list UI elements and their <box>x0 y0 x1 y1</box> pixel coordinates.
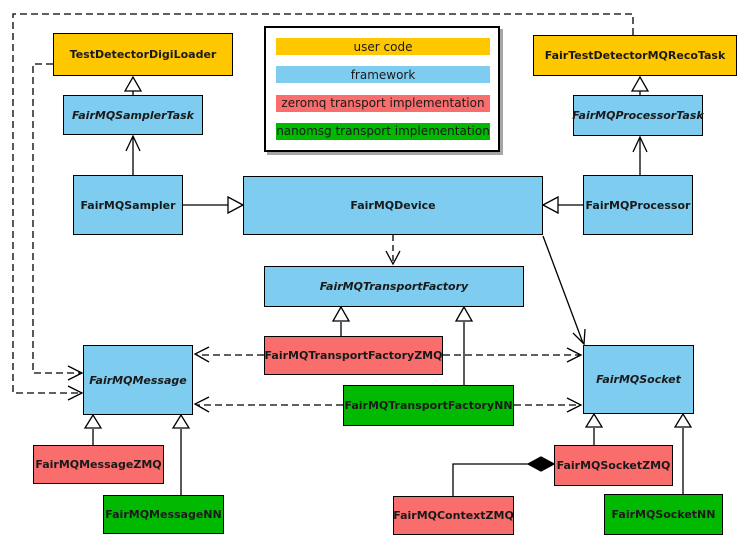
edge-factoryzmq-socket-dependency <box>443 347 583 363</box>
node-fairmqprocessortask: FairMQProcessorTask <box>572 95 704 136</box>
node-fairmqsocketzmq: FairMQSocketZMQ <box>554 445 673 486</box>
edge-factoryzmq-transportfactory-inheritance <box>331 305 351 336</box>
edge-processor-processortask-association <box>632 135 648 175</box>
node-fairmqtransportfactoryzmq: FairMQTransportFactoryZMQ <box>264 336 443 375</box>
node-fairmqsocketnn: FairMQSocketNN <box>604 494 723 535</box>
legend-item-nanomsg: nanomsg transport implementation <box>276 122 490 140</box>
legend-item-zeromq: zeromq transport implementation <box>276 94 490 112</box>
node-fairmqdevice: FairMQDevice <box>243 176 543 235</box>
edge-sampler-samplertask-association <box>125 134 141 175</box>
edge-recotask-message-dependency <box>12 13 634 401</box>
node-fairmqtransportfactory: FairMQTransportFactory <box>264 266 524 307</box>
edge-socketnn-socket-inheritance <box>673 412 693 494</box>
node-fairmqtransportfactorynn: FairMQTransportFactoryNN <box>343 385 514 426</box>
edge-samplertask-digiloader-inheritance <box>123 75 143 95</box>
edge-device-socket-association <box>542 235 586 346</box>
edge-factorynn-message-dependency <box>193 396 343 413</box>
node-fairmqcontextzmq: FairMQContextZMQ <box>393 496 514 535</box>
node-testdetectordigiloader: TestDetectorDigiLoader <box>53 33 233 76</box>
edge-contextzmq-socketzmq-composition <box>452 456 556 496</box>
node-fairmqmessagenn: FairMQMessageNN <box>103 495 224 534</box>
legend-item-user-code: user code <box>276 38 490 55</box>
edge-factorynn-socket-dependency <box>514 397 583 413</box>
edge-digiloader-message-dependency <box>32 63 84 381</box>
edge-factorynn-transportfactory-inheritance <box>454 305 474 385</box>
node-fairmqsampler: FairMQSampler <box>73 175 183 235</box>
edge-processor-device-inheritance <box>541 195 583 215</box>
node-fairmqmessagezmq: FairMQMessageZMQ <box>33 445 164 484</box>
legend: user code framework zeromq transport imp… <box>264 26 500 152</box>
legend-item-framework: framework <box>276 66 490 84</box>
node-fairmqsamplertask: FairMQSamplerTask <box>63 95 203 135</box>
edge-factoryzmq-message-dependency <box>193 346 264 363</box>
node-fairtestdetectormqrecotask: FairTestDetectorMQRecoTask <box>533 35 737 76</box>
edge-sampler-device-inheritance <box>183 195 245 215</box>
edge-socketzmq-socket-inheritance <box>584 412 604 445</box>
edge-messagezmq-message-inheritance <box>83 413 103 445</box>
node-fairmqprocessor: FairMQProcessor <box>583 175 693 235</box>
edge-messagenn-message-inheritance <box>171 413 191 495</box>
node-fairmqsocket: FairMQSocket <box>583 345 694 414</box>
edge-device-transportfactory-dependency <box>385 235 401 266</box>
edge-processortask-recotask-inheritance <box>630 75 650 95</box>
node-fairmqmessage: FairMQMessage <box>83 345 193 415</box>
